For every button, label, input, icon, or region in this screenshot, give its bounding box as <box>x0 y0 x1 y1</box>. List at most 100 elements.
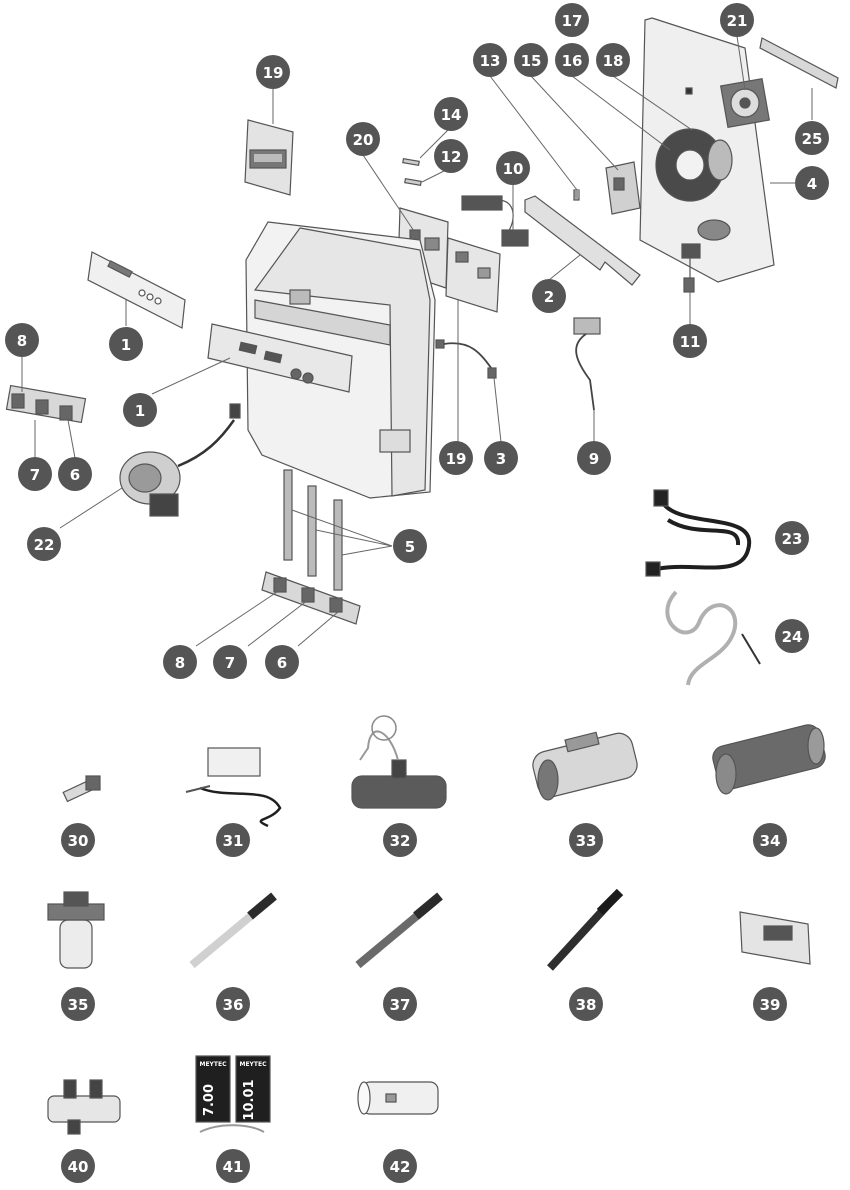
callout-circle <box>484 441 518 475</box>
packet-right-brand: MEYTEC <box>239 1061 267 1068</box>
part-10-connectors <box>461 195 529 247</box>
callout-number: 30 <box>68 832 89 850</box>
callout-number: 19 <box>446 450 467 468</box>
callout-circle <box>434 139 468 173</box>
callout-c38: 38 <box>569 987 603 1021</box>
callout-c24: 24 <box>775 619 809 653</box>
callout-c12: 12 <box>434 139 468 173</box>
callout-c16: 16 <box>555 43 589 77</box>
callout-number: 15 <box>521 52 542 70</box>
callout-c15: 15 <box>514 43 548 77</box>
callout-c5: 5 <box>393 529 427 563</box>
part-38-electrode <box>547 888 624 971</box>
part-8-7-6-connector-set-lower <box>261 571 361 625</box>
callout-c7b: 7 <box>213 645 247 679</box>
callout-number: 21 <box>727 12 748 30</box>
part-37-electrode <box>355 892 443 969</box>
callout-circle <box>216 823 250 857</box>
callout-c32: 32 <box>383 823 417 857</box>
callout-number: 1 <box>121 336 131 354</box>
callout-circle <box>346 122 380 156</box>
callout-c19b: 19 <box>439 441 473 475</box>
callout-number: 14 <box>441 106 462 124</box>
part-19-power-board <box>445 237 501 313</box>
part-39-din-module <box>739 911 811 965</box>
callout-c31: 31 <box>216 823 250 857</box>
callout-number: 18 <box>603 52 624 70</box>
callout-circle <box>473 43 507 77</box>
callout-circle <box>569 987 603 1021</box>
callout-c37: 37 <box>383 987 417 1021</box>
callout-number: 38 <box>576 996 597 1014</box>
callout-number: 8 <box>175 654 185 672</box>
callout-circle <box>795 121 829 155</box>
part-30-sensor <box>62 775 101 803</box>
callout-c1b: 1 <box>123 393 157 427</box>
callout-circle <box>577 441 611 475</box>
part-11-cable <box>681 243 701 293</box>
part-36-electrode <box>189 892 277 969</box>
part-34-grey-cell <box>712 724 826 795</box>
callout-circle <box>393 529 427 563</box>
callout-number: 31 <box>223 832 244 850</box>
callout-c36: 36 <box>216 987 250 1021</box>
callout-c6b: 6 <box>265 645 299 679</box>
callout-number: 35 <box>68 996 89 1014</box>
packet-right-value: 10.01 <box>242 1079 257 1120</box>
callout-c18: 18 <box>596 43 630 77</box>
callout-circle <box>61 1149 95 1183</box>
callout-number: 34 <box>760 832 781 850</box>
callout-circle <box>795 166 829 200</box>
callout-circle <box>569 823 603 857</box>
callout-number: 42 <box>390 1158 411 1176</box>
callout-number: 41 <box>223 1158 244 1176</box>
callout-number: 2 <box>544 288 554 306</box>
callout-circle <box>532 279 566 313</box>
callout-circle <box>58 457 92 491</box>
leader-lines <box>21 35 813 647</box>
callout-number: 7 <box>30 466 40 484</box>
part-23-power-cord <box>645 489 752 577</box>
callout-circle <box>434 97 468 131</box>
part-24-grey-cable <box>665 590 761 686</box>
part-41-buffer-packets <box>195 1055 271 1133</box>
part-35-filter <box>47 891 105 969</box>
callout-circle <box>163 645 197 679</box>
callout-c20: 20 <box>346 122 380 156</box>
callout-circle <box>555 43 589 77</box>
callout-circle <box>383 1149 417 1183</box>
callout-number: 3 <box>496 450 506 468</box>
callout-circle <box>265 645 299 679</box>
part-33-transparent-cell <box>532 731 638 801</box>
callout-c41: 41 <box>216 1149 250 1183</box>
callout-c4: 4 <box>795 166 829 200</box>
callout-number: 20 <box>353 131 374 149</box>
callout-circle <box>439 441 473 475</box>
callout-c2: 2 <box>532 279 566 313</box>
callout-number: 5 <box>405 538 415 556</box>
part-22-dosing-pump <box>119 403 241 517</box>
callout-circle <box>27 527 61 561</box>
callout-c33: 33 <box>569 823 603 857</box>
callout-c9: 9 <box>577 441 611 475</box>
callout-c13: 13 <box>473 43 507 77</box>
part-17-small-part <box>575 190 579 198</box>
callout-c10: 10 <box>496 151 530 185</box>
callout-number: 11 <box>680 333 701 351</box>
callout-number: 7 <box>225 654 235 672</box>
callout-circle <box>216 1149 250 1183</box>
part-3-cable <box>435 339 497 379</box>
callout-c19a: 19 <box>256 55 290 89</box>
callout-circle <box>555 3 589 37</box>
callout-c40: 40 <box>61 1149 95 1183</box>
callout-circle <box>61 987 95 1021</box>
callout-number: 36 <box>223 996 244 1014</box>
callout-circle <box>673 324 707 358</box>
callout-circle <box>216 987 250 1021</box>
callout-number: 13 <box>480 52 501 70</box>
callout-number: 16 <box>562 52 583 70</box>
callout-c6a: 6 <box>58 457 92 491</box>
callout-c11: 11 <box>673 324 707 358</box>
callout-circle <box>256 55 290 89</box>
